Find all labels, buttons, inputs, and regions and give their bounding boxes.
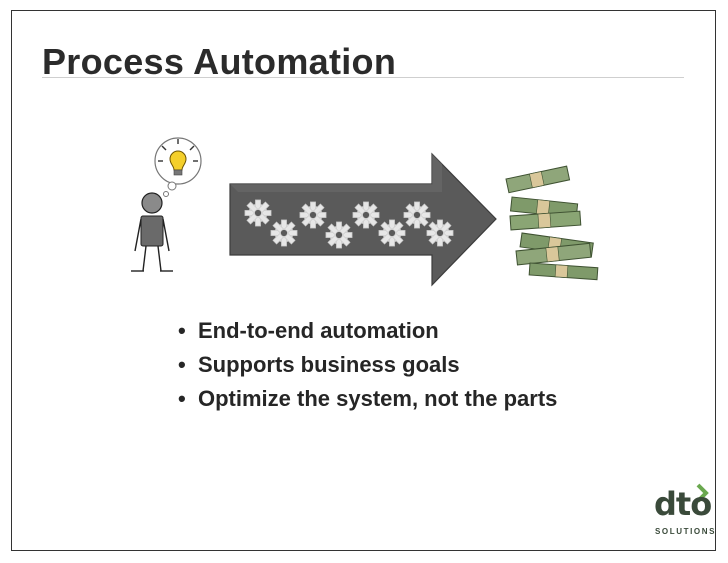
bullet-text: Supports business goals xyxy=(198,352,460,377)
title-divider xyxy=(42,77,684,78)
lightbulb-icon xyxy=(158,139,198,176)
bullet-text: End-to-end automation xyxy=(198,318,439,343)
logo-chevron-icon xyxy=(696,483,709,503)
stick-figure xyxy=(131,192,173,272)
bullet-item: • Supports business goals xyxy=(178,348,557,382)
bullet-marker: • xyxy=(178,386,186,411)
bullet-item: • Optimize the system, not the parts xyxy=(178,382,557,416)
bullet-marker: • xyxy=(178,318,186,343)
slide: Process Automation xyxy=(11,10,716,551)
logo-subtitle: SOLUTIONS xyxy=(655,527,716,536)
slide-title: Process Automation xyxy=(42,41,397,82)
process-illustration xyxy=(131,137,599,287)
logo-wordmark: dto xyxy=(654,485,712,523)
bullet-marker: • xyxy=(178,352,186,377)
gears-icon xyxy=(244,199,454,249)
company-logo: dto SOLUTIONS xyxy=(640,479,714,539)
bullet-item: • End-to-end automation xyxy=(178,314,557,348)
bullet-list: • End-to-end automation • Supports busines… xyxy=(178,314,557,416)
bullet-text: Optimize the system, not the parts xyxy=(198,386,558,411)
money-stacks-icon xyxy=(505,165,599,281)
